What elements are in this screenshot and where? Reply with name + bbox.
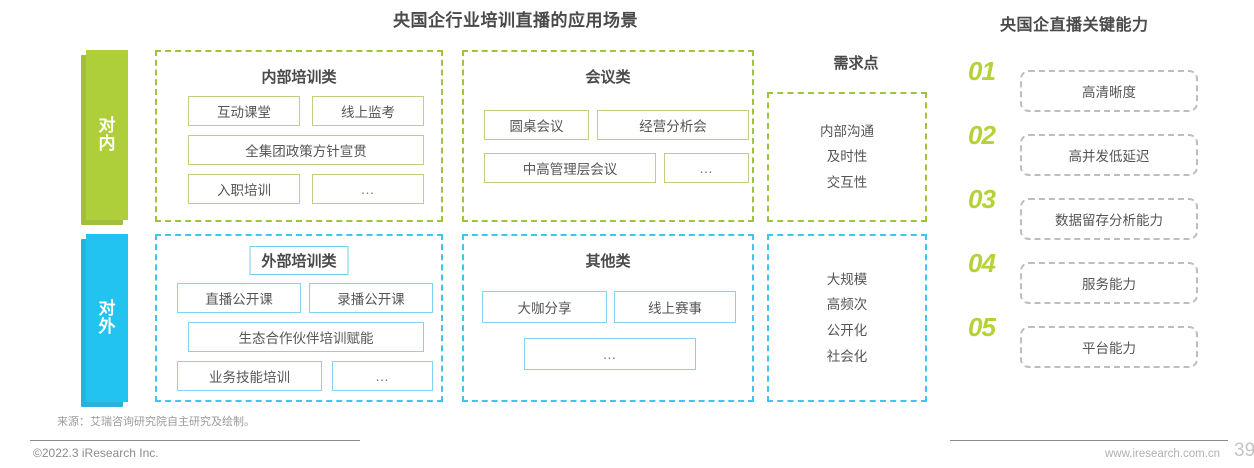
demand-external-4: 社会化	[826, 348, 868, 364]
capability-label-01: 高清晰度	[1020, 70, 1198, 112]
capability-label-04: 服务能力	[1020, 262, 1198, 304]
demand-header: 需求点	[833, 55, 879, 72]
chip-internal-3[interactable]: 全集团政策方针宣贯	[188, 135, 424, 165]
capability-number-02: 02	[968, 120, 996, 150]
chip-other-2[interactable]: 线上赛事	[614, 291, 736, 323]
chip-meeting-3[interactable]: 中高管理层会议	[484, 153, 656, 183]
chip-other-more[interactable]: …	[524, 338, 696, 370]
capability-item-03[interactable]: 03 数据留存分析能力	[968, 184, 1198, 244]
chip-external-more[interactable]: …	[332, 361, 433, 391]
chip-internal-2[interactable]: 线上监考	[312, 96, 424, 126]
page-title: 央国企行业培训直播的应用场景	[393, 11, 638, 30]
chip-other-1[interactable]: 大咖分享	[482, 291, 607, 323]
capability-item-04[interactable]: 04 服务能力	[968, 248, 1198, 308]
capability-number-01: 01	[968, 56, 996, 86]
group-title-internal-training: 内部培训类	[261, 69, 337, 86]
chip-external-2[interactable]: 录播公开课	[309, 283, 433, 313]
capability-label-03: 数据留存分析能力	[1020, 198, 1198, 240]
capability-label-05: 平台能力	[1020, 326, 1198, 368]
copyright-text: ©2022.3 iResearch Inc.	[33, 446, 159, 460]
capability-item-02[interactable]: 02 高并发低延迟	[968, 120, 1198, 180]
source-note: 来源：艾瑞咨询研究院自主研究及绘制。	[57, 416, 255, 428]
capability-number-05: 05	[968, 312, 996, 342]
group-title-others: 其他类	[585, 253, 631, 270]
demand-box-internal: 内部沟通 及时性 交互性	[767, 92, 927, 222]
page-number: 39	[1234, 440, 1254, 461]
capability-number-03: 03	[968, 184, 996, 214]
band-external: 对外	[86, 234, 128, 402]
band-internal-label: 对内	[98, 115, 116, 153]
demand-external-2: 高频次	[826, 297, 868, 313]
band-external-label: 对外	[98, 298, 116, 336]
chip-meeting-1[interactable]: 圆桌会议	[484, 110, 589, 140]
demand-internal-2: 及时性	[826, 149, 868, 165]
group-panel-external-training: 外部培训类 直播公开课 录播公开课 生态合作伙伴培训赋能 业务技能培训 …	[155, 234, 443, 402]
footer-divider-left	[30, 440, 360, 441]
chip-internal-more[interactable]: …	[312, 174, 424, 204]
demand-external-1: 大规模	[826, 271, 868, 287]
chip-meeting-more[interactable]: …	[664, 153, 749, 183]
group-panel-internal-training: 内部培训类 互动课堂 线上监考 全集团政策方针宣贯 入职培训 …	[155, 50, 443, 222]
website-url: www.iresearch.com.cn	[1105, 448, 1221, 460]
band-internal: 对内	[86, 50, 128, 220]
capability-number-04: 04	[968, 248, 996, 278]
chip-meeting-2[interactable]: 经营分析会	[597, 110, 749, 140]
demand-external-3: 公开化	[826, 323, 868, 338]
demand-internal-3: 交互性	[826, 174, 868, 190]
footer-divider-right	[950, 440, 1228, 441]
capability-label-02: 高并发低延迟	[1020, 134, 1198, 176]
capability-item-01[interactable]: 01 高清晰度	[968, 56, 1198, 116]
capability-item-05[interactable]: 05 平台能力	[968, 312, 1198, 372]
demand-box-external: 大规模 高频次 公开化 社会化	[767, 234, 927, 402]
chip-external-3[interactable]: 生态合作伙伴培训赋能	[188, 322, 424, 352]
demand-internal-1: 内部沟通	[820, 123, 874, 139]
chip-internal-1[interactable]: 互动课堂	[188, 96, 300, 126]
chip-external-1[interactable]: 直播公开课	[177, 283, 301, 313]
chip-internal-4[interactable]: 入职培训	[188, 174, 300, 204]
group-title-meetings: 会议类	[585, 69, 631, 86]
group-panel-others: 其他类 大咖分享 线上赛事 …	[462, 234, 754, 402]
right-panel-title: 央国企直播关键能力	[1000, 17, 1149, 34]
group-panel-meetings: 会议类 圆桌会议 经营分析会 中高管理层会议 …	[462, 50, 754, 222]
group-title-external-training: 外部培训类	[249, 246, 349, 275]
chip-external-4[interactable]: 业务技能培训	[177, 361, 322, 391]
